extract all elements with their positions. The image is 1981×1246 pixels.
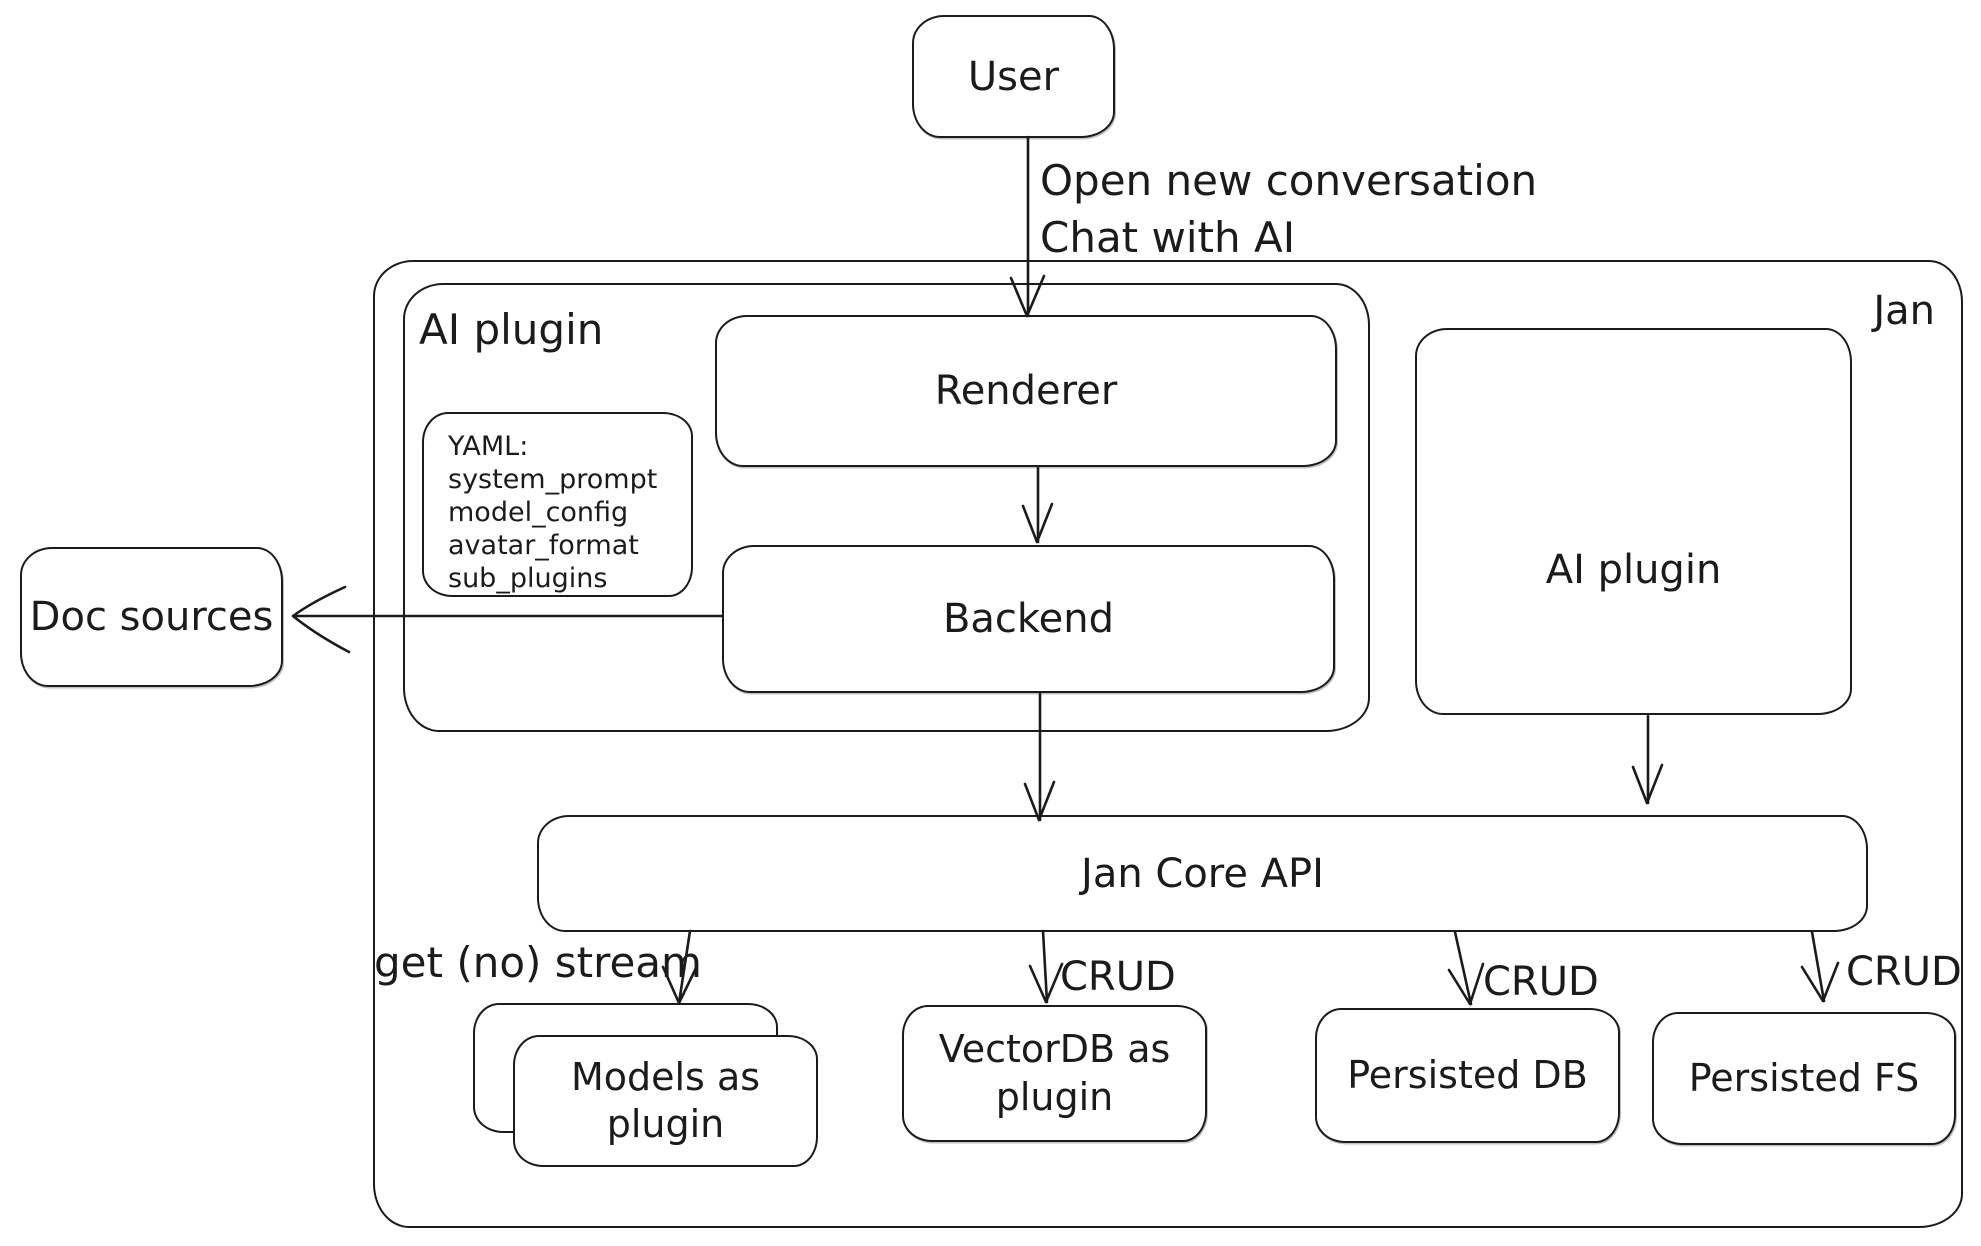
get-no-stream-label: get (no) stream — [374, 938, 702, 987]
user-flow-label: Open new conversation Chat with AI — [1040, 152, 1537, 266]
user-flow-label-line2: Chat with AI — [1040, 213, 1296, 262]
renderer-node-label: Renderer — [934, 368, 1118, 414]
yaml-line: YAML: — [448, 431, 529, 462]
yaml-line: avatar_format — [448, 530, 639, 561]
yaml-line: model_config — [448, 497, 629, 528]
renderer-node: Renderer — [715, 315, 1337, 467]
persisted-fs-node-label: Persisted FS — [1688, 1055, 1920, 1100]
yaml-line: system_prompt — [448, 464, 658, 495]
user-node: User — [912, 15, 1115, 138]
ai-plugin-right-node-label: AI plugin — [1545, 546, 1722, 593]
persisted-fs-node: Persisted FS — [1652, 1012, 1956, 1145]
vectordb-node-label: VectorDB as plugin — [938, 1027, 1171, 1119]
doc-sources-node-label: Doc sources — [29, 594, 274, 640]
yaml-note-text: YAML: system_prompt model_config avatar_… — [424, 414, 691, 595]
crud-label-persisted-fs: CRUD — [1846, 949, 1962, 995]
persisted-db-node: Persisted DB — [1315, 1008, 1620, 1143]
vectordb-node: VectorDB as plugin — [902, 1005, 1207, 1142]
jan-container-label: Jan — [1873, 288, 1935, 334]
yaml-line: sub_plugins — [448, 563, 608, 594]
user-flow-label-line1: Open new conversation — [1040, 156, 1538, 205]
backend-node: Backend — [722, 545, 1335, 693]
persisted-db-node-label: Persisted DB — [1347, 1052, 1588, 1097]
models-node-label: Models as plugin — [570, 1054, 761, 1147]
models-node: Models as plugin — [513, 1035, 818, 1167]
jan-core-api-node: Jan Core API — [537, 815, 1868, 932]
ai-plugin-right-node: AI plugin — [1415, 328, 1852, 715]
ai-plugin-left-label: AI plugin — [419, 305, 604, 354]
jan-core-api-node-label: Jan Core API — [1081, 850, 1324, 897]
crud-label-vectordb: CRUD — [1060, 954, 1176, 1000]
yaml-note: YAML: system_prompt model_config avatar_… — [422, 412, 693, 597]
crud-label-persisted-db: CRUD — [1483, 959, 1599, 1005]
user-node-label: User — [967, 53, 1060, 100]
backend-node-label: Backend — [942, 596, 1115, 642]
doc-sources-node: Doc sources — [20, 547, 283, 687]
